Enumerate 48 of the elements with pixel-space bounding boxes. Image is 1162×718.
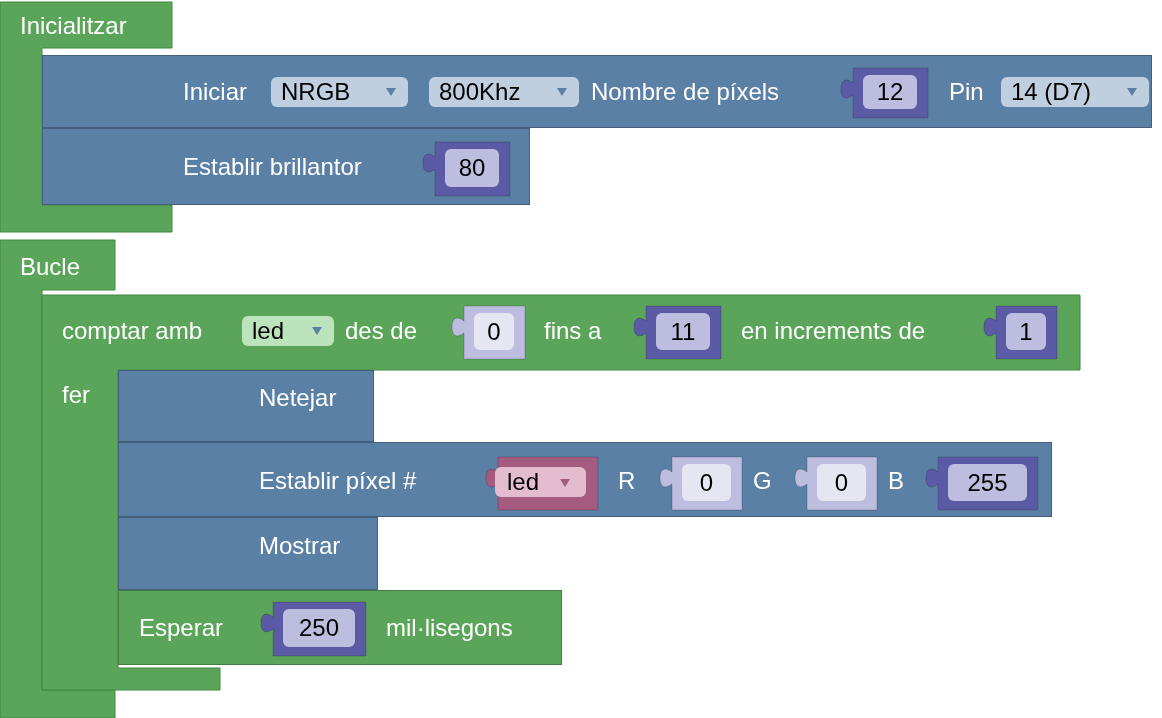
- block-label: Netejar: [259, 384, 337, 412]
- block-label: des de: [345, 317, 418, 345]
- dropdown: 800Khz: [429, 77, 579, 107]
- block-label: R: [618, 467, 636, 495]
- statement-block: [118, 517, 378, 590]
- variable-block: [484, 456, 599, 511]
- block-label: Bucle: [20, 253, 81, 281]
- number-field: 1: [1006, 313, 1046, 350]
- block-label: en increments de: [741, 317, 926, 345]
- statement-block: [42, 55, 1152, 128]
- number-block: [793, 456, 878, 511]
- number-block: [632, 305, 722, 360]
- number-field: 250: [283, 609, 355, 647]
- number-field: 0: [682, 464, 731, 501]
- number-block: [259, 601, 367, 657]
- number-block: [421, 141, 511, 197]
- block-label: Esperar: [139, 614, 224, 642]
- statement-block: [118, 590, 562, 665]
- dropdown: led: [242, 316, 334, 346]
- block-label: B: [888, 467, 904, 495]
- block-label: comptar amb: [62, 317, 203, 345]
- block-label: fer: [62, 381, 90, 409]
- number-field: 0: [474, 313, 514, 350]
- number-block: [839, 67, 929, 119]
- number-field: 255: [948, 464, 1027, 501]
- number-field: 80: [445, 149, 499, 187]
- dropdown: led: [495, 467, 586, 497]
- block-label: Inicialitzar: [20, 12, 127, 40]
- block-label: Mostrar: [259, 532, 341, 560]
- block-label: fins a: [544, 317, 602, 345]
- container-block: [42, 295, 1080, 690]
- dropdown: NRGB: [271, 77, 408, 107]
- dropdown: 14 (D7): [1001, 77, 1149, 107]
- block-label: Iniciar: [183, 78, 248, 106]
- number-field: 11: [656, 313, 710, 350]
- block-label: G: [753, 467, 772, 495]
- block-label: Establir píxel #: [259, 467, 417, 495]
- number-block: [658, 456, 743, 511]
- number-block: [924, 456, 1039, 511]
- block-label: Nombre de píxels: [591, 78, 780, 106]
- number-field: 0: [817, 464, 866, 501]
- block-label: mil·lisegons: [386, 614, 513, 642]
- number-field: 12: [863, 75, 917, 109]
- block-label: Pin: [949, 78, 984, 106]
- statement-block: [118, 442, 1052, 517]
- statement-block: [118, 370, 374, 442]
- statement-block: [42, 128, 530, 205]
- block-label: Establir brillantor: [183, 153, 362, 181]
